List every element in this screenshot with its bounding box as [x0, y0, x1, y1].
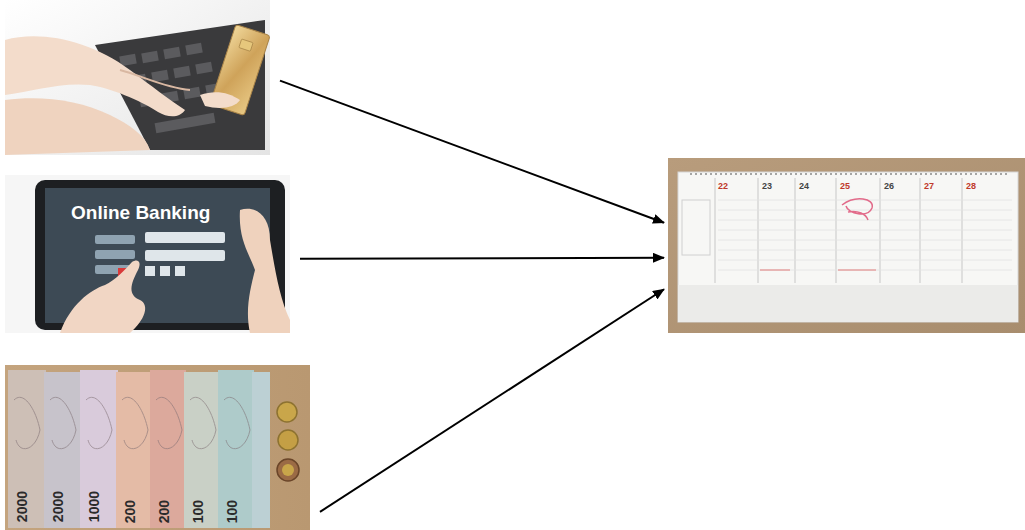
arrow-connector	[300, 257, 664, 260]
keyboard-card-image	[5, 0, 270, 155]
calendar-date: 26	[884, 182, 894, 191]
keyboard-photo	[5, 0, 270, 155]
online-banking-image: Online Banking	[5, 175, 290, 333]
calendar-date: 27	[924, 182, 934, 191]
banknote-value: 200	[157, 500, 171, 523]
banknotes-photo	[5, 365, 310, 530]
banknote-value: 200	[123, 500, 137, 523]
calendar-date: 24	[799, 182, 809, 191]
tablet-photo	[5, 175, 290, 333]
calendar-date: 23	[762, 182, 772, 191]
banknotes-image: 2000 2000 1000 200 200 100 100	[5, 365, 310, 530]
banknote-value: 2000	[15, 491, 29, 522]
calendar-date: 28	[966, 182, 976, 191]
calendar-date: 22	[718, 182, 728, 191]
banknote-value: 100	[225, 500, 239, 523]
arrow-connector	[280, 81, 664, 223]
desk-calendar-image: 22 23 24 25 26 27 28	[668, 158, 1025, 333]
banknote-value: 2000	[51, 491, 65, 522]
banknote-value: 1000	[87, 491, 101, 522]
banknote-value: 100	[191, 500, 205, 523]
arrow-connector	[320, 289, 664, 512]
calendar-date: 25	[840, 182, 850, 191]
calendar-photo	[668, 158, 1025, 333]
screen-title: Online Banking	[71, 203, 210, 222]
